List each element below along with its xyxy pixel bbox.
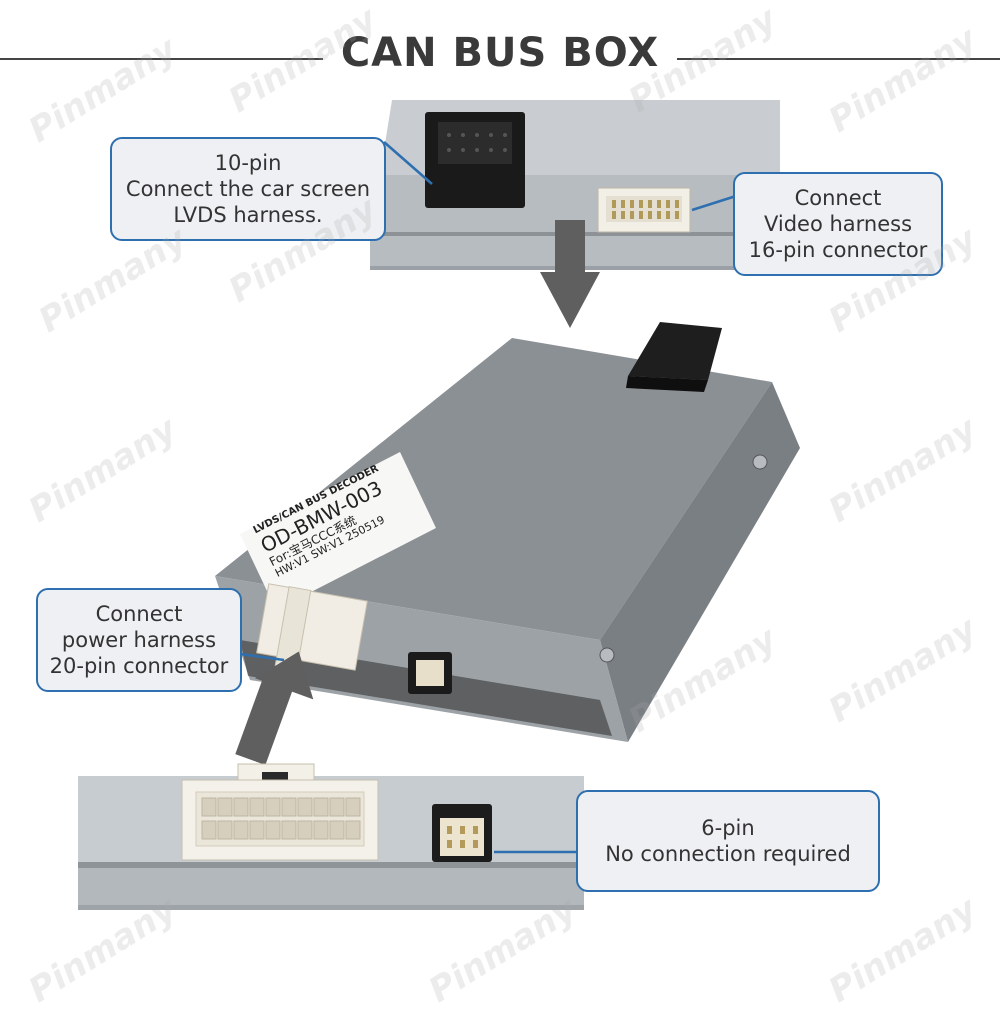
callout-power-line-2: power harness xyxy=(61,628,217,652)
callout-sixpin-line-2: No connection required xyxy=(605,842,851,866)
callout-power: Connect power harness 20-pin connector xyxy=(36,588,242,692)
down-arrow xyxy=(540,220,600,328)
main-box-view xyxy=(215,322,800,742)
pointer-power xyxy=(239,652,285,662)
sixteen-pin-connector xyxy=(597,187,691,233)
title-rule-right xyxy=(660,58,1000,60)
bottom-box-view xyxy=(78,763,584,910)
callout-video-line-3: 16-pin connector xyxy=(748,238,928,262)
callout-pointers xyxy=(239,141,737,854)
page-title-text: CAN BUS BOX xyxy=(322,30,678,76)
page-title: CAN BUS BOX xyxy=(0,30,1000,76)
pointer-video xyxy=(691,194,737,212)
callout-sixpin: 6-pin No connection required xyxy=(576,790,880,892)
twenty-pin-connector-front xyxy=(256,583,368,671)
callout-lvds: 10-pin Connect the car screen LVDS harne… xyxy=(110,137,386,241)
callout-lvds-line-2: Connect the car screen xyxy=(125,177,371,201)
device-sticker xyxy=(240,452,436,610)
six-pin-connector-front xyxy=(408,652,452,694)
twenty-pin-connector xyxy=(181,763,379,861)
title-rule-left xyxy=(0,58,340,60)
callout-lvds-line-1: 10-pin xyxy=(214,151,282,175)
top-black-connector xyxy=(626,322,722,392)
callout-power-line-1: Connect xyxy=(95,602,183,626)
callout-video: Connect Video harness 16-pin connector xyxy=(733,172,943,276)
six-pin-connector xyxy=(432,804,492,862)
callout-video-line-2: Video harness xyxy=(763,212,913,236)
callout-video-line-1: Connect xyxy=(794,186,882,210)
callout-lvds-line-3: LVDS harness. xyxy=(173,203,323,227)
ten-pin-connector xyxy=(425,112,525,208)
callout-sixpin-line-1: 6-pin xyxy=(701,816,755,840)
callout-power-line-3: 20-pin connector xyxy=(49,654,229,678)
up-arrow xyxy=(235,651,314,766)
pointer-lvds xyxy=(383,141,433,185)
